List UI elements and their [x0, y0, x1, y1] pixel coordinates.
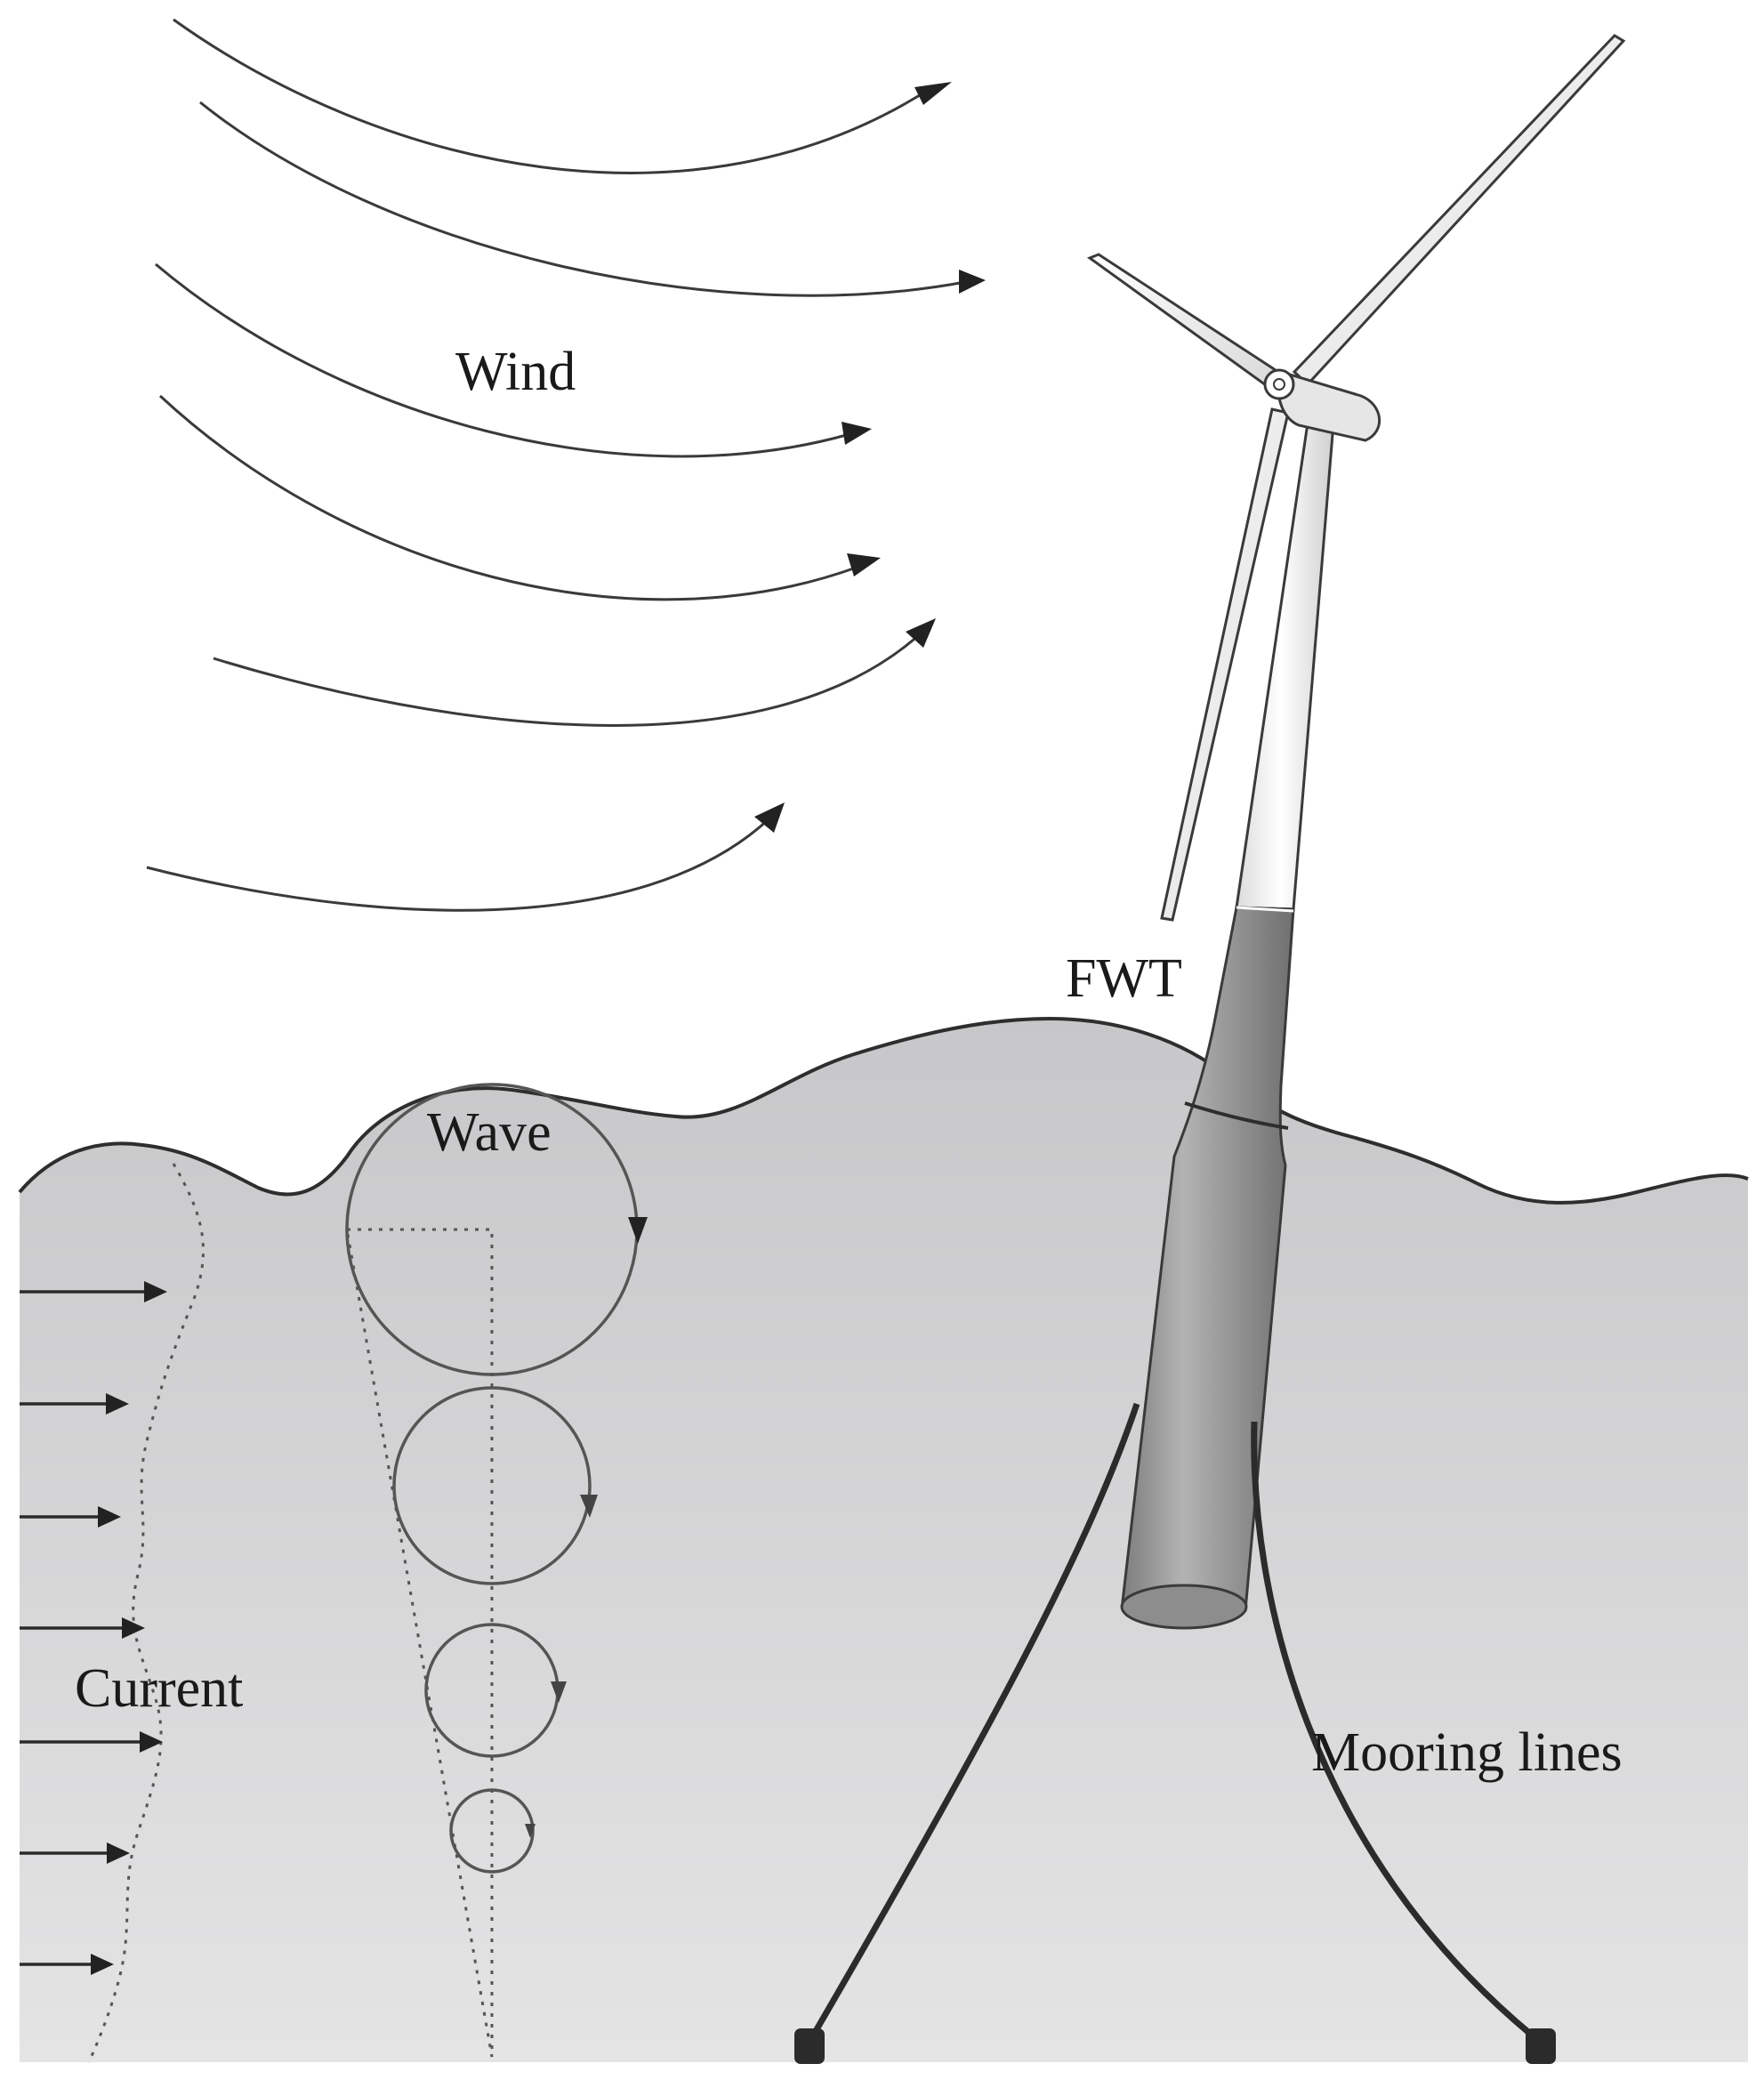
floating-wind-turbine — [1086, 34, 1626, 1630]
current-profile — [20, 1163, 205, 2063]
wind-arrowhead — [906, 618, 936, 648]
orbit-arrowhead — [580, 1495, 598, 1518]
wind-streamline — [199, 101, 966, 297]
wind-arrowhead — [754, 802, 785, 833]
turbine-hub — [1263, 368, 1295, 400]
orbit-arrowhead — [628, 1217, 648, 1244]
tower-section-joint — [1236, 906, 1294, 913]
sea-surface-line — [18, 1016, 1749, 1205]
orbit-decay-envelope — [345, 1228, 494, 2058]
current-arrowhead — [122, 1617, 145, 1639]
mooring-lines — [794, 1402, 1556, 2064]
mooring-line-right — [1251, 1421, 1537, 2040]
turbine-hub-center — [1273, 378, 1285, 391]
turbine-tower-upper — [1235, 409, 1336, 911]
current-arrowhead — [106, 1393, 129, 1415]
wind-arrowhead — [847, 553, 881, 576]
wind-arrowhead — [914, 82, 952, 105]
wind-label: Wind — [455, 342, 576, 402]
current-arrowhead — [98, 1506, 121, 1528]
orbit-circle — [392, 1386, 592, 1585]
turbine-blade-left — [1086, 253, 1283, 392]
current-label: Current — [75, 1658, 243, 1719]
current-arrowhead — [91, 1954, 114, 1975]
fwt-label: FWT — [1066, 948, 1182, 1009]
wind-streamline — [213, 632, 922, 727]
spar-waterline — [1184, 1101, 1289, 1130]
wind-streamlines — [146, 18, 986, 912]
orbit-arrowhead — [551, 1681, 567, 1703]
current-arrowhead — [107, 1842, 130, 1864]
sea-water — [20, 1019, 1748, 2062]
wave-label: Wave — [427, 1102, 552, 1163]
mooring-line-left — [806, 1402, 1140, 2044]
mooring-lines-label: Mooring lines — [1311, 1722, 1623, 1783]
wind-arrowhead — [959, 270, 986, 294]
wave-orbitals — [345, 1083, 648, 2058]
orbit-arrowhead — [525, 1824, 536, 1838]
anchor-right — [1526, 2028, 1556, 2064]
wind-arrowhead — [842, 422, 872, 445]
wind-streamline — [155, 262, 850, 458]
turbine-blade-upper — [1292, 34, 1626, 387]
current-arrowhead — [140, 1731, 163, 1753]
spar-bottom — [1120, 1584, 1248, 1630]
turbine-tower-lower — [1121, 906, 1295, 1612]
wind-streamline — [146, 817, 771, 912]
current-arrowhead — [144, 1281, 167, 1302]
anchor-left — [794, 2028, 825, 2064]
wind-streamline — [158, 394, 859, 601]
wind-streamline — [173, 18, 930, 174]
